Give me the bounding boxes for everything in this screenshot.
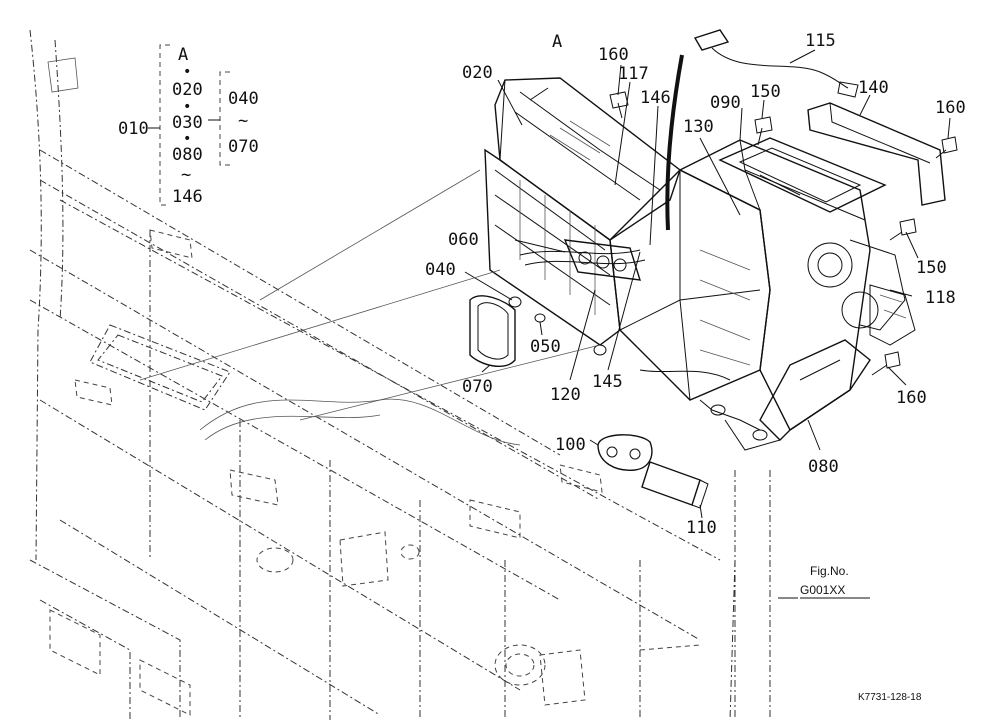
callout-090: 090 [710,93,741,113]
part-070-gasket [469,295,516,368]
part-140-seal [807,102,946,206]
bolt-150-right [889,218,917,241]
callout-080: 080 [808,457,839,477]
figure-caption: Fig.No. [810,564,849,578]
bolt-160-right [935,136,958,159]
figure-number: G001XX [800,583,845,597]
drawing-code: K7731-128-18 [858,692,922,703]
hierarchy-item-020: 020 [172,80,203,100]
figure-reference: Fig.No. G001XX K7731-128-18 [800,564,922,703]
callout-146: 146 [640,88,671,108]
part-040-o-ring [508,296,522,308]
hierarchy-item-a: A [178,45,188,65]
hierarchy-dot: • [183,99,191,115]
callout-100: 100 [555,435,586,455]
bolt-150-top [754,116,773,146]
hierarchy-dot: • [183,131,191,147]
callout-040: 040 [425,260,456,280]
callout-060: 060 [448,230,479,250]
hierarchy-item-030: 030 [172,113,203,133]
bolt-160-lower [871,351,901,376]
callout-115: 115 [805,31,836,51]
leader-lines [139,49,951,599]
hvac-unit [484,77,916,451]
parts-hierarchy: 010 A • 020 • 030 • 080 ~ 146 040 ~ 070 [118,44,259,207]
callout-050: 050 [530,337,561,357]
bolt-160-top [609,91,629,119]
callout-160: 160 [896,388,927,408]
callout-160: 160 [598,45,629,65]
callout-150: 150 [750,82,781,102]
part-060-valve [563,239,641,281]
callout-120: 120 [550,385,581,405]
callout-130: 130 [683,117,714,137]
callout-110: 110 [686,518,717,538]
callout-140: 140 [858,78,889,98]
callout-A: A [552,32,562,52]
hierarchy-dot: • [183,64,191,80]
callout-118: 118 [925,288,956,308]
callout-150: 150 [916,258,947,278]
callout-070: 070 [462,377,493,397]
hierarchy-tilde: ~ [181,165,191,185]
callout-020: 020 [462,63,493,83]
hierarchy-item-146: 146 [172,187,203,207]
part-100-grommet [597,434,653,471]
hierarchy-sub-040: 040 [228,89,259,109]
hierarchy-item-080: 080 [172,145,203,165]
part-115-harness [693,29,859,98]
part-050-o-ring [534,313,546,323]
callout-160: 160 [935,98,966,118]
part-110-tube [641,461,709,509]
callout-labels: A 160 020 117 146 115 090 150 140 160 13… [425,31,966,538]
hierarchy-root: 010 [118,119,149,139]
part-146-cable [665,54,684,231]
hierarchy-sub-070: 070 [228,137,259,157]
hierarchy-tilde: ~ [238,111,248,131]
callout-145: 145 [592,372,623,392]
callout-117: 117 [618,64,649,84]
